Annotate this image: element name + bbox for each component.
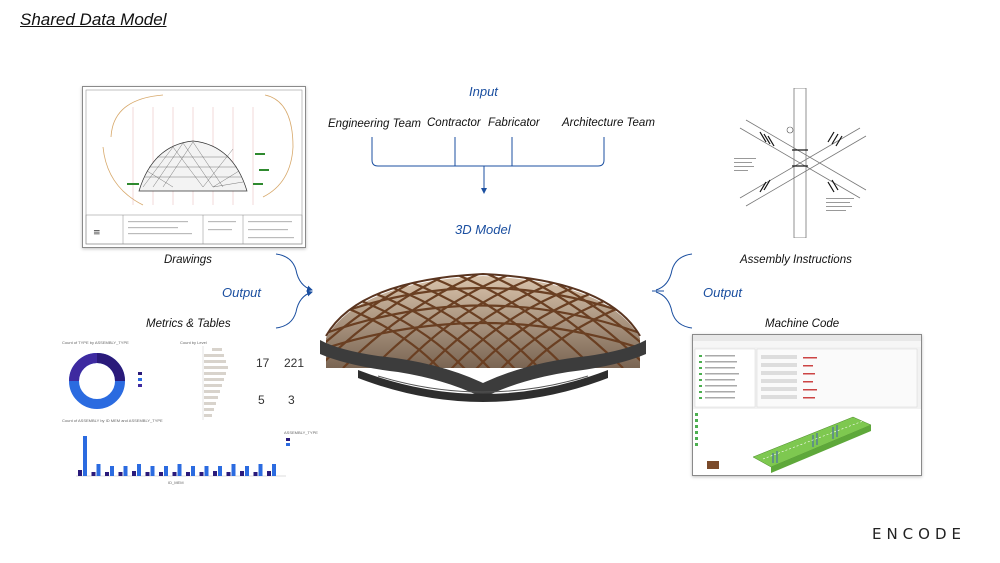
assembly-x-axis-label: ID_MEM <box>168 480 184 485</box>
mini-bar-b <box>96 464 101 476</box>
assembly-drawing-image <box>734 87 867 239</box>
assembly-instructions-label: Assembly Instructions <box>740 254 852 266</box>
mini-bar-b <box>191 466 195 476</box>
machine-code-label: Machine Code <box>765 318 840 330</box>
assembly-chart-title: Count of ASSEMBLY by ID MEM and ASSEMBLY… <box>62 418 163 423</box>
mini-bar-a <box>105 472 109 476</box>
mini-bar-a <box>78 470 82 476</box>
assembly-legend-title: ASSEMBLY_TYPE <box>284 430 318 435</box>
mini-bar-a <box>199 472 204 476</box>
mini-bar-a <box>213 471 217 476</box>
drawing-sheet-image: ≡ <box>85 89 303 245</box>
mini-bar-b <box>150 466 155 476</box>
kpi-4: 3 <box>288 393 295 407</box>
metrics-dashboard: Count of TYPE by ASSEMBLY_TYPE Count by … <box>58 338 320 488</box>
mini-bar-b <box>218 466 222 476</box>
donut-chart-title: Count of TYPE by ASSEMBLY_TYPE <box>62 340 129 345</box>
machine-code-screenshot <box>692 334 922 476</box>
donut-chart <box>69 353 125 409</box>
mini-bar-a <box>172 472 177 476</box>
level-chart-title: Count by Level <box>180 340 207 345</box>
dome-model-image <box>320 272 646 402</box>
mini-bar-a <box>159 472 163 476</box>
mini-bar-b <box>137 464 141 476</box>
slide-title: Shared Data Model <box>20 10 167 29</box>
mini-bar-a <box>253 472 258 476</box>
machine-code-image <box>693 335 921 475</box>
right-output-label: Output <box>703 285 743 300</box>
mini-bar-b <box>83 436 87 476</box>
metrics-tables-label: Metrics & Tables <box>146 318 231 330</box>
kpi-1: 17 <box>256 356 270 370</box>
mini-bar-a <box>226 472 231 476</box>
mini-bar-b <box>258 464 263 476</box>
team-architecture: Architecture Team <box>562 117 655 129</box>
encode-logo: ENCODE <box>871 525 966 543</box>
mini-bar-b <box>110 466 114 476</box>
mini-bar-a <box>240 471 244 476</box>
mini-bar-a <box>267 471 271 476</box>
team-fabricator: Fabricator <box>488 117 540 129</box>
mini-bar-a <box>91 472 96 476</box>
input-heading: Input <box>469 84 498 99</box>
kpi-3: 5 <box>258 393 265 407</box>
level-bar-chart <box>202 346 228 420</box>
mini-bar-a <box>132 471 136 476</box>
assembly-drawing-panel <box>730 87 870 239</box>
mini-bar-b <box>272 464 276 476</box>
mini-bar-b <box>177 464 182 476</box>
svg-text:≡: ≡ <box>93 228 101 238</box>
drawing-sheet-panel: ≡ <box>82 86 306 248</box>
mini-bar-b <box>245 466 249 476</box>
kpi-2: 221 <box>284 356 305 370</box>
left-output-label: Output <box>222 285 262 300</box>
mini-bar-b <box>164 466 168 476</box>
mini-bar-b <box>204 466 209 476</box>
mini-bar-b <box>123 466 128 476</box>
drawings-label: Drawings <box>164 254 212 266</box>
team-contractor: Contractor <box>427 117 481 129</box>
mini-bar-a <box>186 472 190 476</box>
model-label: 3D Model <box>455 222 511 237</box>
assembly-bar-chart <box>76 436 286 477</box>
mini-bar-a <box>145 472 150 476</box>
donut-legend <box>138 372 142 387</box>
mini-bar-b <box>231 464 236 476</box>
team-engineering: Engineering Team <box>328 118 421 130</box>
mini-bar-a <box>118 472 123 476</box>
assembly-legend <box>286 438 290 446</box>
